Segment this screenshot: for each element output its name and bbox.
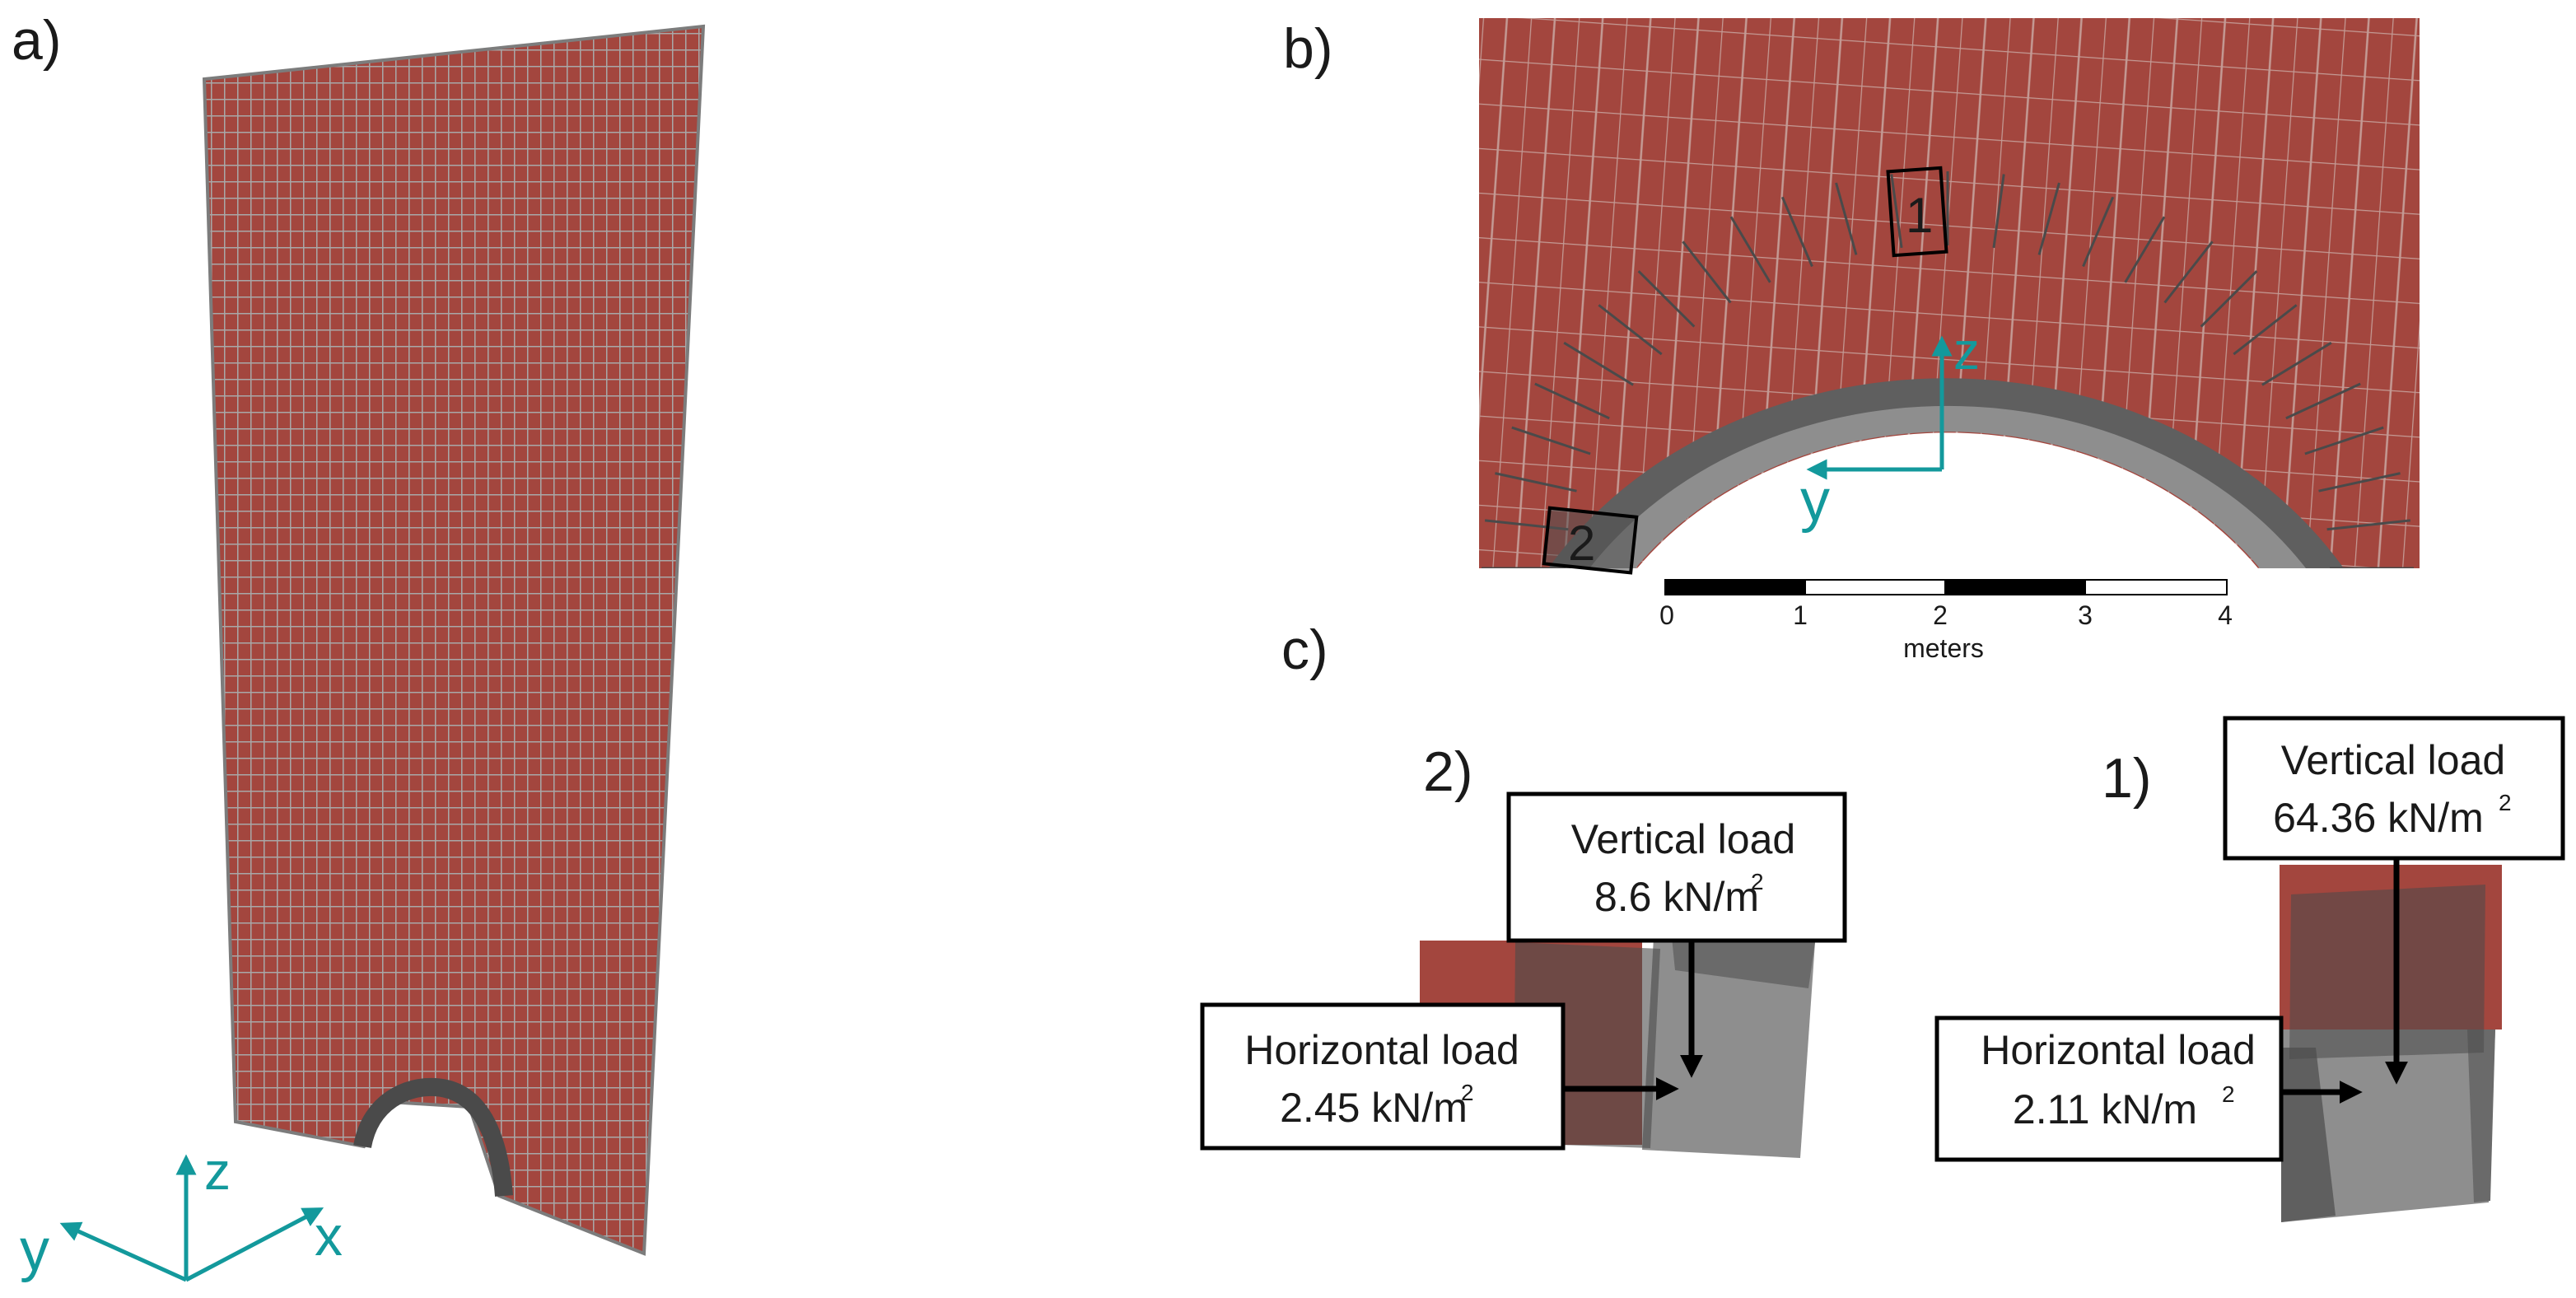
detail-1-horizontal-value: 2.11 kN/m: [2013, 1086, 2197, 1132]
detail-2-vertical-exponent: 2: [1751, 869, 1764, 894]
detail-2-vertical-title: Vertical load: [1571, 816, 1795, 862]
detail-2-horizontal-title: Horizontal load: [1244, 1027, 1519, 1073]
scale-bar: 0 1 2 3 4 meters: [1659, 579, 2233, 663]
voussoir-joint: [2304, 426, 2384, 455]
voussoir-joint: [1563, 341, 1634, 386]
detail-2-horizontal-exponent: 2: [1461, 1080, 1474, 1105]
axis-triad-b: z y: [1800, 321, 1980, 534]
detail-2-label: 2): [1423, 740, 1472, 803]
scale-unit: meters: [1903, 633, 1984, 663]
voussoir-joint: [1682, 240, 1732, 304]
detail-1-horizontal-title: Horizontal load: [1981, 1027, 2256, 1073]
detail-marker-2-label: 2: [1568, 516, 1595, 571]
detail-1-vertical-title: Vertical load: [2281, 737, 2505, 783]
voussoir-joint: [2261, 341, 2332, 386]
panel-label-c: c): [1281, 619, 1328, 681]
detail-2-horizontal-value: 2.45 kN/m: [1280, 1085, 1468, 1131]
detail-2-vertical-value: 8.6 kN/m: [1594, 874, 1759, 920]
axis-triad-a: z y x: [20, 1142, 343, 1283]
voussoir-joint: [1598, 304, 1663, 356]
detail-marker-1: 1: [1886, 166, 1948, 258]
voussoir-joint: [2037, 182, 2060, 255]
arch-closeup: [1479, 18, 2420, 568]
axis-x-label-a: x: [315, 1205, 343, 1268]
scale-tick-1: 1: [1793, 600, 1808, 630]
axis-z-label-a: z: [204, 1142, 231, 1201]
detail-marker-1-label: 1: [1906, 188, 1933, 243]
voussoir-joint: [1992, 174, 2005, 249]
voussoir-joint: [2285, 382, 2361, 420]
detail-1-blocks: [2280, 865, 2502, 1222]
voussoir-joint: [1495, 472, 1577, 493]
axis-y-label-a: y: [20, 1217, 49, 1283]
voussoir-joint: [1534, 382, 1610, 420]
panel-label-b: b): [1283, 17, 1332, 80]
scale-tick-0: 0: [1659, 600, 1674, 630]
voussoir-joint: [2326, 519, 2411, 531]
voussoir-joint: [1511, 426, 1591, 455]
detail-1-horizontal-callout: Horizontal load 2.11 kN/m 2: [1934, 1016, 2363, 1162]
voussoir-joint: [1890, 174, 1903, 249]
axis-y-label-b: y: [1800, 468, 1830, 534]
voussoir-joint: [1835, 182, 1858, 255]
wall-mesh-3d: [202, 24, 706, 1256]
panel-label-a: a): [12, 9, 61, 72]
scale-tick-2: 2: [1933, 600, 1948, 630]
voussoir-joint: [1729, 216, 1771, 283]
detail-1-vertical-callout: Vertical load 64.36 kN/m 2: [2223, 716, 2565, 1085]
detail-1-vertical-exponent: 2: [2499, 790, 2512, 815]
voussoir-joint: [1780, 196, 1813, 268]
detail-2-vertical-callout: Vertical load 8.6 kN/m 2: [1506, 791, 1847, 1078]
voussoir-joint: [1637, 270, 1696, 328]
voussoir-joint: [2163, 240, 2214, 304]
detail-1-label: 1): [2102, 747, 2151, 810]
scale-tick-4: 4: [2218, 600, 2233, 630]
detail-1-horizontal-exponent: 2: [2222, 1081, 2235, 1107]
scale-tick-3: 3: [2078, 600, 2093, 630]
voussoir-joint: [2318, 472, 2401, 493]
voussoir-joint: [2233, 304, 2298, 356]
axis-z-label-b: z: [1953, 321, 1980, 381]
voussoir-joint: [2082, 196, 2115, 268]
voussoir-joint: [2124, 216, 2166, 283]
detail-1-vertical-value: 64.36 kN/m: [2273, 795, 2484, 841]
detail-2-horizontal-callout: Horizontal load 2.45 kN/m 2: [1200, 1002, 1679, 1151]
detail-marker-2: 2: [1542, 506, 1639, 575]
voussoir-joint: [2200, 270, 2258, 328]
